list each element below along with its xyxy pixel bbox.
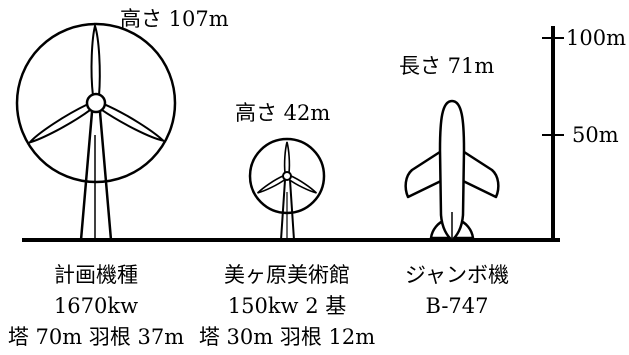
jumbo-jet-model: B-747 bbox=[425, 294, 489, 318]
planned-turbine-rotor-circle bbox=[15, 22, 177, 184]
jumbo-jet-length-label: 長さ 71m bbox=[399, 54, 495, 78]
museum-turbine-blades bbox=[256, 141, 318, 194]
planned-turbine-name: 計画機種 bbox=[54, 263, 138, 287]
jumbo-jet bbox=[404, 99, 500, 242]
planned-turbine-output: 1670kw bbox=[53, 294, 139, 318]
planned-wind-turbine bbox=[15, 22, 177, 241]
scale-label-100m: 100m bbox=[566, 26, 626, 50]
planned-turbine-dimensions: 塔 70m 羽根 37m bbox=[7, 325, 185, 349]
jumbo-jet-name: ジャンボ機 bbox=[405, 263, 509, 287]
planned-turbine-blades bbox=[26, 22, 167, 145]
planned-turbine-tower bbox=[79, 111, 113, 241]
planned-turbine-height-label: 高さ 107m bbox=[120, 7, 229, 31]
jumbo-jet-wings bbox=[404, 148, 500, 199]
scale-label-50m: 50m bbox=[572, 123, 619, 147]
museum-turbine-height-label: 高さ 42m bbox=[235, 101, 331, 125]
museum-turbine-tower bbox=[280, 179, 295, 241]
museum-turbine-output: 150kw 2 基 bbox=[227, 294, 347, 318]
museum-turbine-hub bbox=[282, 171, 292, 181]
jumbo-jet-fuselage bbox=[438, 99, 466, 242]
planned-turbine-hub bbox=[85, 92, 107, 114]
museum-turbine-dimensions: 塔 30m 羽根 12m bbox=[198, 325, 376, 349]
museum-wind-turbine bbox=[248, 137, 326, 241]
museum-turbine-name: 美ヶ原美術館 bbox=[224, 263, 350, 287]
